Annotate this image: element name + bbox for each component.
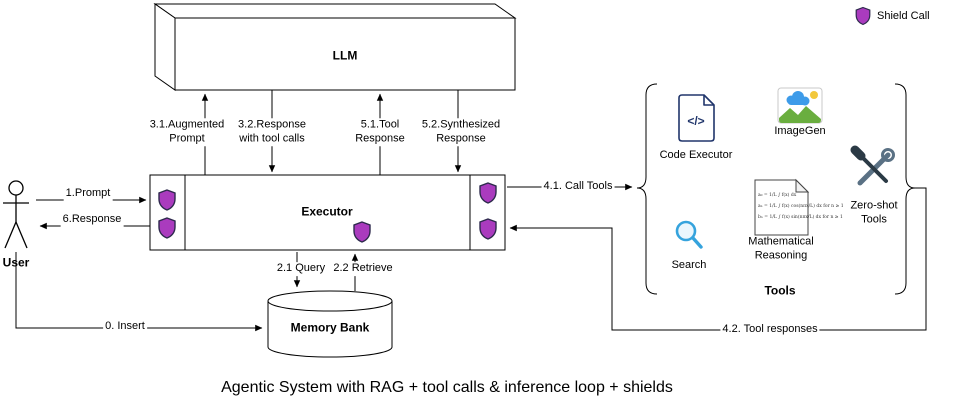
search-icon (675, 220, 703, 249)
llm-box (153, 3, 517, 91)
shield-icon (158, 189, 176, 211)
user-label: User (2, 255, 30, 270)
edge-insert (15, 252, 263, 332)
edge-label-synthesized-response: 5.2.Synthesized Response (419, 118, 503, 146)
imagegen-icon (777, 87, 823, 124)
memory-bank-label: Memory Bank (290, 320, 370, 335)
math-formula: bₙ = 1/L ∫ f(x) sin(nπx/L) dx for n ≥ 1 (758, 213, 843, 220)
edge-label-user-response: 6.Response (60, 213, 124, 227)
shield-icon (353, 221, 371, 243)
edge-label-prompt: 1.Prompt (63, 187, 113, 201)
edge-label-tool-responses: 4.2. Tool responses (720, 323, 820, 337)
edge-label-augmented-prompt: 3.1.Augmented Prompt (147, 118, 227, 146)
edge-label-retrieve: 2.2 Retrieve (331, 262, 395, 276)
zero-shot-tools-icon (850, 145, 895, 186)
edge-label-tool-response: 5.1.Tool Response (353, 118, 407, 146)
tools-right-brace (894, 83, 916, 295)
code-executor-icon: </> (678, 94, 715, 142)
tools-left-brace (636, 83, 658, 295)
edge-label-call-tools: 4.1. Call Tools (541, 180, 615, 194)
code-executor-label: Code Executor (659, 149, 733, 162)
shield-call-legend-label: Shield Call (877, 10, 930, 23)
math-reasoning-icon: a₀ = 1/L ∫ f(x) dx aₙ = 1/L ∫ f(x) cos(n… (754, 178, 844, 236)
math-formula: a₀ = 1/L ∫ f(x) dx (758, 191, 797, 198)
math-formula: aₙ = 1/L ∫ f(x) cos(nπx/L) dx for n ≥ 1 (758, 202, 844, 209)
imagegen-label: ImageGen (774, 125, 826, 138)
diagram-title: Agentic System with RAG + tool calls & i… (221, 379, 673, 396)
user-figure (3, 180, 29, 249)
edge-label-response-tool-calls: 3.2.Response with tool calls (236, 118, 308, 146)
executor-box (149, 174, 506, 251)
tools-group-label: Tools (764, 283, 796, 298)
edge-label-insert: 0. Insert (103, 320, 147, 334)
shield-icon (479, 182, 497, 204)
search-label: Search (671, 259, 707, 272)
shield-icon (158, 217, 176, 239)
math-reasoning-label: Mathematical Reasoning (748, 235, 814, 261)
code-glyph: </> (687, 114, 704, 128)
zero-shot-tools-label: Zero-shot Tools (850, 199, 898, 225)
executor-label: Executor (301, 204, 353, 219)
memory-bank (267, 290, 393, 358)
llm-label: LLM (332, 48, 358, 63)
shield-icon (479, 218, 497, 240)
edge-label-query: 2.1 Query (274, 262, 328, 276)
shield-call-legend-icon (855, 6, 871, 26)
